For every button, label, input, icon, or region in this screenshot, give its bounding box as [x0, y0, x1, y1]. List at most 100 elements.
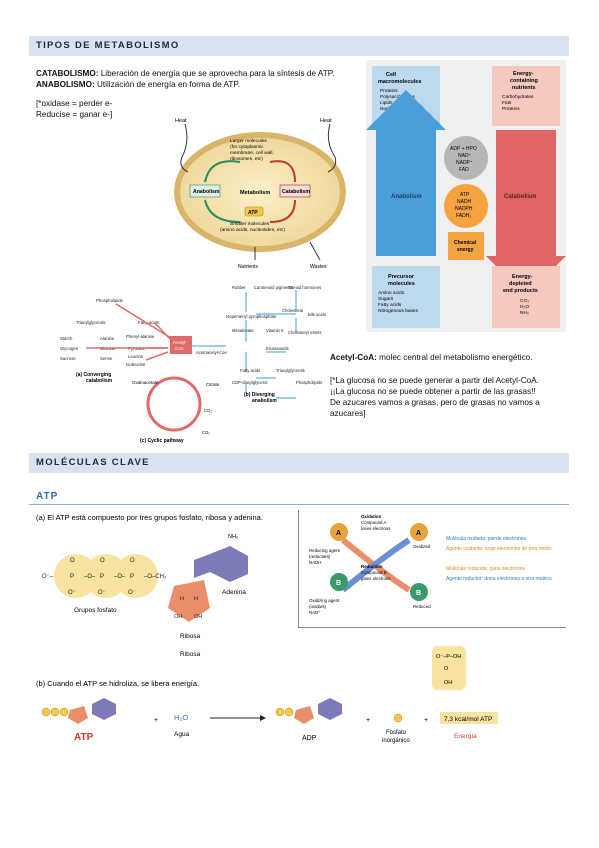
svg-text:O⁻–: O⁻–: [42, 574, 54, 580]
nutrient-item-2: Fats: [502, 100, 512, 106]
label-c: (c) Cyclic pathway: [140, 438, 184, 444]
svg-text:O⁻–P–OH: O⁻–P–OH: [436, 654, 461, 660]
svg-text:H: H: [194, 596, 198, 602]
section-header-moleculas: MOLÉCULAS CLAVE: [29, 453, 569, 473]
loses-label: loses electrons: [361, 526, 391, 531]
svg-text:B: B: [336, 580, 341, 587]
depleted-item-3: NH₃: [520, 310, 529, 316]
heat-right-label: Heat: [320, 118, 332, 124]
legend-item-2: Agente oxidante: coge electrones de otra…: [446, 546, 552, 552]
adenina-label: Adenina: [222, 589, 246, 596]
cofactor-bottom-3: NADPH: [455, 206, 473, 212]
reduction-label: Reduction: [361, 564, 383, 569]
energia-label: Energía: [454, 733, 477, 740]
metabolism-label: Metabolism: [240, 190, 270, 196]
svg-text:OH: OH: [174, 614, 182, 620]
atp-subtitle: ATP: [36, 491, 59, 502]
h2o-label: H₂O: [174, 713, 188, 722]
node-fatty-acids-right: Fatty acids: [240, 368, 260, 373]
cofactor-top-2: NAD⁺: [458, 153, 472, 159]
catabolismo-def: CATABOLISMO: Liberación de energía que s…: [36, 69, 335, 78]
svg-text:O⁻: O⁻: [128, 590, 136, 596]
node-glycogen: Glycogen: [60, 346, 79, 351]
svg-text:+: +: [366, 717, 370, 724]
node-phenylalanine: Phenyl-alanine: [126, 334, 155, 339]
anabolism-label: Anabolism: [193, 189, 220, 195]
node-alanine: Alanine: [100, 336, 115, 341]
depleted-1: Energy-: [512, 274, 533, 280]
acetyl-def: Acetyl-CoA: molec central del metabolism…: [330, 353, 533, 362]
larger-molecules-3: membrane, cell wall,: [230, 150, 274, 156]
svg-text:B: B: [416, 590, 421, 597]
svg-text:P: P: [100, 574, 104, 580]
nutrients-label: Nutrients: [238, 264, 259, 270]
caption-b: (b) Cuando el ATP se hidroliza, se liber…: [36, 679, 199, 688]
nutrient-item-3: Proteins: [502, 106, 520, 112]
compound-a-label: Compound A: [361, 520, 386, 525]
svg-text:O⁻: O⁻: [68, 590, 76, 596]
node-carotenoid: Carotenoid pigments: [254, 285, 293, 290]
energy-flow-figure: Cell macromolecules Proteins Polysacchar…: [366, 60, 566, 332]
node-sucrose: Sucrose: [60, 356, 76, 361]
legend-item-3: Molécula reducida: gana electrones: [446, 566, 525, 572]
node-cdp: CDP-diacylglycerol: [232, 380, 267, 385]
oxidizing-agent-2: (oxidant): [309, 604, 327, 609]
svg-text:O: O: [130, 558, 135, 564]
atp-subtitle-rule: [29, 504, 569, 505]
redox-figure: A A B B Oxidation Compound A loses elect…: [298, 510, 566, 628]
svg-text:O: O: [70, 558, 75, 564]
oxidized-label: Oxidized: [413, 544, 431, 549]
reducing-agent-2: (reductant): [309, 554, 331, 559]
atp-molecule-label: ATP: [74, 732, 94, 743]
precursor-item-2: Sugars: [378, 296, 394, 302]
anabolism-arrow-label: Anabolism: [391, 194, 422, 200]
adp-label: ADP: [302, 735, 317, 742]
larger-molecules-2: (for cytoplasmic: [230, 144, 264, 150]
cell-macro-1: Cell: [386, 72, 397, 78]
node-cholesteryl: Cholesteryl esters: [288, 330, 322, 335]
svg-text:O: O: [444, 666, 449, 672]
svg-text:+: +: [154, 717, 158, 724]
precursor-item-4: Nitrogenous bases: [378, 308, 419, 314]
node-isoleucine: Isoleucine: [126, 362, 146, 367]
precursor-item-3: Fatty acids: [378, 302, 402, 308]
atp-hydrolysis-figure: (b) Cuando el ATP se hidroliza, se liber…: [36, 646, 498, 744]
node-cholesterol: Cholesterol: [282, 308, 303, 313]
energy-value: 7,3 kcal/mol ATP: [444, 716, 492, 723]
node-triacylglycerols-right: Triacylglycerols: [276, 368, 305, 373]
redox-note-2: Reducise = ganar e-]: [36, 110, 113, 119]
node-isopentenyl: Isopentenyl pyrophosphate: [226, 314, 277, 319]
svg-text:P: P: [70, 574, 74, 580]
fosfato-label-2: inorgánico: [382, 738, 410, 744]
redox-note-1: [*oxidase = perder e-: [36, 99, 113, 108]
cofactor-bottom-2: NADH: [457, 199, 472, 205]
gains-label: gains electrons: [361, 576, 391, 581]
macro-item-3: Lipids: [380, 100, 393, 106]
acetyl-text: Acetyl-CoA: molec central del metabolism…: [330, 352, 570, 419]
svg-text:–O–CH₂: –O–CH₂: [144, 574, 167, 580]
legend-item-1: Molécula oxidada: pierde electrones: [446, 536, 527, 542]
catabolism-arrow-label: Catabolism: [504, 194, 536, 200]
precursor-item-1: Amino acids: [378, 290, 405, 296]
fosfato-label-1: Fosfato: [386, 730, 407, 736]
citrate-label: Citrate: [206, 382, 220, 387]
center-acetyl-1: Acetyl-: [173, 340, 187, 345]
chemical-energy-1: Chemical: [454, 240, 477, 246]
chemical-energy-2: energy: [457, 247, 474, 253]
oxidation-label: Oxidation: [361, 514, 382, 519]
label-b-2: anabolism: [252, 398, 277, 404]
catabolism-label: Catabolism: [282, 189, 310, 195]
reducing-agent-3: NADH: [309, 560, 321, 565]
compound-b-label: Compound B: [361, 570, 387, 575]
cofactor-top-3: NADP⁺: [456, 160, 473, 166]
svg-text:A: A: [416, 530, 421, 537]
anabolismo-def: ANABOLISMO: Utilización de energía en fo…: [36, 80, 241, 89]
larger-molecules-1: Larger molecules: [230, 138, 267, 144]
precursor-1: Precursor: [388, 274, 415, 280]
larger-molecules-4: ribosomes, etc): [230, 156, 263, 162]
depleted-3: end products: [503, 288, 538, 294]
section-title: TIPOS DE METABOLISMO: [36, 40, 180, 51]
ribosa-label-2: Ribosa: [180, 651, 201, 658]
section-title: MOLÉCULAS CLAVE: [36, 457, 150, 468]
caption-a: (a) El ATP está compuesto por tres grupo…: [36, 513, 263, 522]
